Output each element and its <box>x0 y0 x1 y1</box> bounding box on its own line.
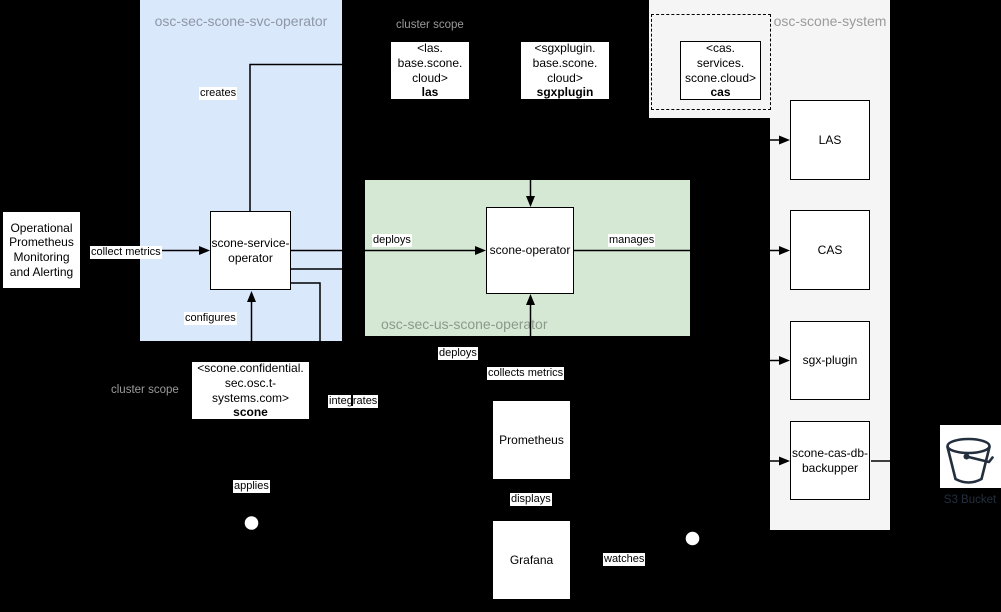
node-cas: CAS <box>790 210 870 290</box>
container-title-svc-operator: osc-sec-scone-svc-operator <box>154 13 328 29</box>
node-las: LAS <box>790 100 870 180</box>
s3-bucket-icon <box>946 437 994 484</box>
edge-label-deploys-top: deploys <box>372 234 412 247</box>
arrowhead-configures <box>247 291 256 302</box>
scope-label-top: cluster scope <box>396 19 464 31</box>
edge-label-creates: creates <box>199 87 238 100</box>
endpoint-dot-applies <box>244 516 259 530</box>
crd-resource: <las. base.scone. cloud> <box>397 41 463 85</box>
container-title-scone-system: osc-scone-system <box>773 13 887 29</box>
crd-name: las <box>421 85 439 100</box>
edge-label-configures: configures <box>184 312 237 325</box>
edge-label-collects-metrics: collects metrics <box>487 367 565 380</box>
arrowhead-into-scone-operator-top <box>526 196 535 207</box>
crd-resource: <scone.confidential. sec.osc.t- systems.… <box>197 361 304 405</box>
crd-name: scone <box>233 405 268 420</box>
node-scone-crd: <scone.confidential. sec.osc.t- systems.… <box>191 361 310 420</box>
s3-bucket-label: S3 Bucket <box>943 494 997 506</box>
edge-stub-integrates <box>351 392 353 406</box>
arrowhead-cas <box>779 246 790 255</box>
node-sgx-plugin: sgx-plugin <box>790 321 870 400</box>
crd-name: sgxplugin <box>536 85 594 100</box>
edge-label-applies: applies <box>233 480 270 493</box>
crd-resource: <sgxplugin. base.scone. cloud> <box>532 41 598 85</box>
node-sgxplugin-crd: <sgxplugin. base.scone. cloud> sgxplugin <box>520 41 610 100</box>
scope-label-bottom: cluster scope <box>111 384 179 396</box>
edge-label-collect-metrics: collect metrics <box>90 246 162 259</box>
arrowhead-deploys <box>475 246 486 255</box>
node-las-crd: <las. base.scone. cloud> las <box>390 41 470 100</box>
edge-label-integrates: integrates <box>328 395 379 408</box>
node-operational-prometheus-monitoring: Operational Prometheus Monitoring and Al… <box>2 211 81 289</box>
edge-creates <box>249 63 345 211</box>
edge-label-watches: watches <box>603 553 646 566</box>
node-cas-crd: <cas. services. scone.cloud> cas <box>680 41 761 100</box>
s3-handle-pivot <box>963 453 970 460</box>
arrowhead-las <box>779 135 790 145</box>
cas-group-dashed-border <box>651 14 771 110</box>
node-scone-operator: scone-operator <box>486 207 574 294</box>
node-grafana: Grafana <box>492 520 571 600</box>
endpoint-dot-watches <box>685 531 700 546</box>
node-scone-cas-db-backupper: scone-cas-db- backupper <box>790 421 870 500</box>
arrowhead-sgx-plugin <box>779 356 790 365</box>
node-prometheus: Prometheus <box>492 400 571 480</box>
edge-label-displays: displays <box>510 493 552 506</box>
arrowhead-backupper <box>779 456 790 466</box>
edge-out-bottom-right <box>291 282 321 346</box>
edge-label-manages: manages <box>608 234 656 247</box>
edge-label-deploys-bottom: deploys <box>438 347 478 360</box>
node-scone-service-operator: scone-service- operator <box>210 211 291 290</box>
crd-name: cas <box>710 85 731 100</box>
crd-resource: <cas. services. scone.cloud> <box>684 41 757 85</box>
container-title-us-operator: osc-sec-us-scone-operator <box>381 316 548 332</box>
arrowhead-into-scone-service-operator <box>199 246 210 255</box>
arrowhead-into-scone-operator-bottom <box>526 294 535 305</box>
